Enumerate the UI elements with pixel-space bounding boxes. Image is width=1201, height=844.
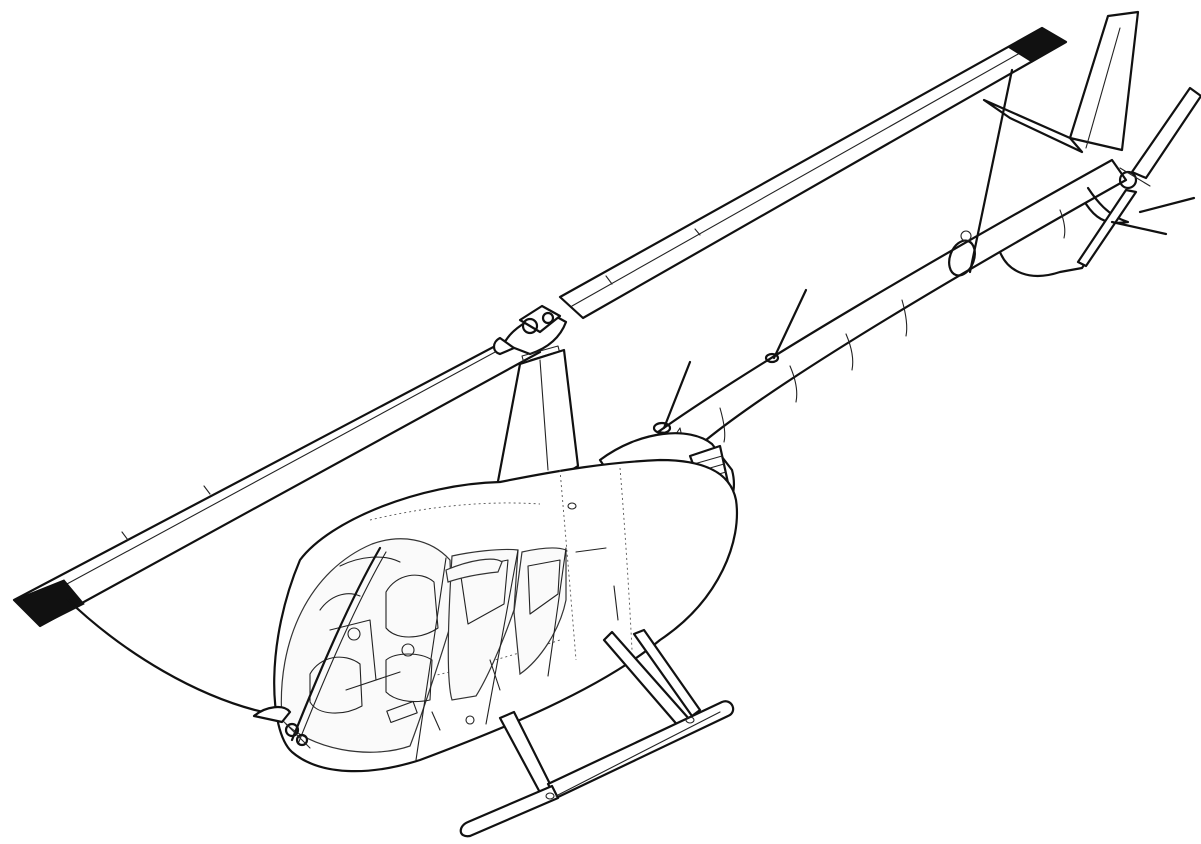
skid-left	[459, 784, 560, 838]
main-rotor-blade-rear	[558, 26, 1068, 320]
lower-stabilizer	[998, 186, 1130, 277]
front-blade-tip	[13, 579, 85, 627]
vertical-stabilizer	[982, 10, 1140, 154]
windshield	[280, 538, 453, 753]
rear-blade-tip	[1007, 27, 1067, 63]
nose-lights	[252, 706, 311, 749]
tail-rotor	[1076, 86, 1201, 268]
cabin-doors	[415, 547, 567, 761]
landing-light-icon	[284, 722, 300, 738]
landing-gear	[459, 628, 735, 838]
skid-right	[546, 700, 735, 800]
antenna-wires	[64, 68, 1014, 718]
tail-boom	[656, 158, 1128, 443]
